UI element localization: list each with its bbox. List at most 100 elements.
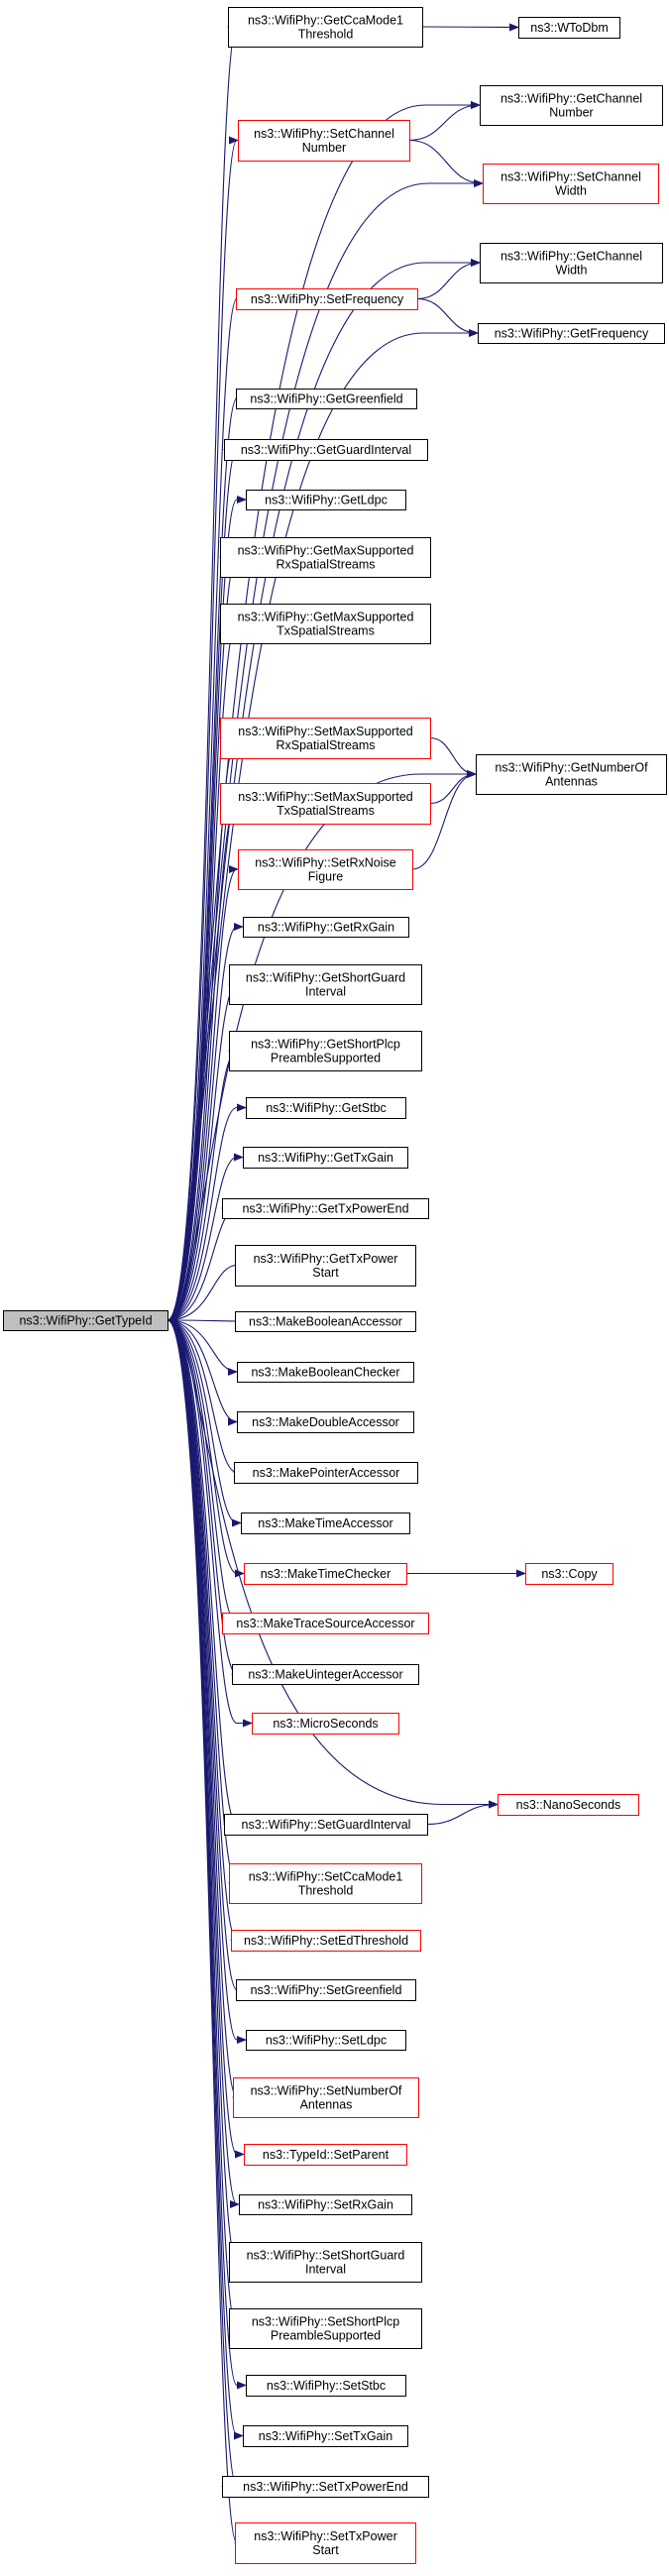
node-box (229, 964, 422, 1005)
node-box (235, 1245, 416, 1287)
node-wifiphy-settxgain[interactable]: ns3::WifiPhy::SetTxGain (243, 2425, 408, 2447)
edge-root-to-n12 (167, 553, 238, 1321)
edge-root-to-n13 (167, 619, 238, 1321)
node-label: ns3::WifiPhy::SetEdThreshold (244, 1934, 408, 1948)
node-box (224, 439, 428, 461)
node-wifiphy-getldpc[interactable]: ns3::WifiPhy::GetLdpc (246, 490, 406, 510)
node-wifiphy-getguardinterval[interactable]: ns3::WifiPhy::GetGuardInterval (224, 439, 428, 461)
node-label: ns3::WifiPhy::GetTxPower (254, 1252, 398, 1266)
node-makedoubleaccessor[interactable]: ns3::MakeDoubleAccessor (237, 1411, 414, 1433)
node-box (246, 2375, 406, 2397)
node-label: ns3::WifiPhy::SetTxPowerEnd (243, 2480, 408, 2494)
node-wifiphy-getfrequency[interactable]: ns3::WifiPhy::GetFrequency (478, 323, 665, 344)
node-label: Interval (305, 2263, 346, 2277)
node-wifiphy-getshortplcp-preamblesupported[interactable]: ns3::WifiPhy::GetShortPlcpPreambleSuppor… (229, 1031, 422, 1071)
node-box (236, 389, 417, 409)
edge-root-to-n26 (167, 1319, 238, 1376)
edge-n16-to-n15 (429, 770, 477, 805)
node-box (480, 243, 663, 283)
node-wifiphy-setstbc[interactable]: ns3::WifiPhy::SetStbc (246, 2375, 406, 2397)
node-box (234, 1462, 418, 1484)
node-wifiphy-setldpc[interactable]: ns3::WifiPhy::SetLdpc (246, 2030, 406, 2051)
node-makeuintegeraccessor[interactable]: ns3::MakeUintegerAccessor (232, 1664, 419, 1685)
node-label: ns3::WifiPhy::GetCcaMode1 (248, 14, 403, 28)
node-wifiphy-setedthreshold[interactable]: ns3::WifiPhy::SetEdThreshold (231, 1930, 421, 1952)
node-box (222, 1613, 429, 1634)
node-microseconds[interactable]: ns3::MicroSeconds (252, 1713, 399, 1735)
node-wifiphy-gettxpowerend[interactable]: ns3::WifiPhy::GetTxPowerEnd (222, 1198, 429, 1219)
edge-root-to-n22 (167, 1153, 244, 1321)
edge-root-to-n11 (167, 496, 247, 1321)
edge-root-to-n30 (167, 1319, 245, 1578)
node-wifiphy-setmaxsupported-rxspatialstreams[interactable]: ns3::WifiPhy::SetMaxSupportedRxSpatialSt… (220, 718, 431, 759)
edge-root-to-n17 (167, 865, 239, 1321)
node-wifiphy-setrxgain[interactable]: ns3::WifiPhy::SetRxGain (239, 2194, 412, 2215)
node-box (476, 754, 667, 795)
node-makebooleanaccessor[interactable]: ns3::MakeBooleanAccessor (235, 1311, 416, 1332)
node-label: RxSpatialStreams (276, 738, 375, 752)
node-label: Interval (305, 985, 346, 999)
node-label: Figure (308, 870, 343, 884)
node-wifiphy-setgreenfield[interactable]: ns3::WifiPhy::SetGreenfield (236, 1979, 416, 2001)
edge-root-to-n33 (167, 1319, 241, 1678)
edge-root-to-n35 (167, 1319, 499, 1809)
node-wifiphy-getstbc[interactable]: ns3::WifiPhy::GetStbc (246, 1097, 406, 1119)
node-wifiphy-setfrequency[interactable]: ns3::WifiPhy::SetFrequency (236, 288, 418, 310)
node-wifiphy-getrxgain[interactable]: ns3::WifiPhy::GetRxGain (243, 917, 409, 938)
node-label: ns3::WToDbm (530, 21, 609, 35)
node-wtodbm[interactable]: ns3::WToDbm (518, 17, 620, 39)
node-makepointeraccessor[interactable]: ns3::MakePointerAccessor (234, 1462, 418, 1484)
node-wifiphy-setshortplcp-preamblesupported[interactable]: ns3::WifiPhy::SetShortPlcpPreambleSuppor… (229, 2308, 422, 2349)
node-label: TxSpatialStreams (277, 804, 375, 818)
node-maketimeaccessor[interactable]: ns3::MakeTimeAccessor (241, 1512, 410, 1534)
node-wifiphy-gettypeid[interactable]: ns3::WifiPhy::GetTypeId (3, 1310, 168, 1331)
node-wifiphy-settxpowerend[interactable]: ns3::WifiPhy::SetTxPowerEnd (222, 2476, 429, 2498)
node-copy[interactable]: ns3::Copy (525, 1563, 613, 1585)
node-label: ns3::MakeTimeAccessor (258, 1516, 392, 1530)
edge-root-to-n7 (167, 294, 245, 1321)
node-wifiphy-getmaxsupported-rxspatialstreams[interactable]: ns3::WifiPhy::GetMaxSupportedRxSpatialSt… (220, 537, 431, 578)
node-box (243, 2425, 408, 2447)
node-wifiphy-setmaxsupported-txspatialstreams[interactable]: ns3::WifiPhy::SetMaxSupportedTxSpatialSt… (220, 783, 431, 825)
node-box (237, 1411, 414, 1433)
edge-root-to-n44 (167, 1319, 238, 2266)
node-makebooleanchecker[interactable]: ns3::MakeBooleanChecker (237, 1362, 414, 1383)
node-box (252, 1713, 399, 1735)
node-label: ns3::WifiPhy::SetFrequency (251, 292, 404, 306)
node-wifiphy-gettxgain[interactable]: ns3::WifiPhy::GetTxGain (243, 1147, 408, 1169)
node-label: ns3::WifiPhy::GetFrequency (495, 327, 649, 341)
node-box (498, 1794, 639, 1816)
node-label: ns3::WifiPhy::GetStbc (266, 1101, 387, 1115)
node-label: RxSpatialStreams (276, 558, 375, 572)
edge-root-to-n24 (167, 1261, 244, 1321)
node-label: Number (549, 106, 593, 120)
node-label: ns3::MakeBooleanChecker (251, 1366, 399, 1380)
node-box (243, 917, 409, 938)
node-wifiphy-setguardinterval[interactable]: ns3::WifiPhy::SetGuardInterval (224, 1814, 428, 1836)
node-wifiphy-getmaxsupported-txspatialstreams[interactable]: ns3::WifiPhy::GetMaxSupportedTxSpatialSt… (220, 604, 431, 644)
node-box (220, 604, 431, 644)
node-maketimechecker[interactable]: ns3::MakeTimeChecker (244, 1563, 407, 1585)
node-label: ns3::WifiPhy::SetMaxSupported (238, 790, 413, 804)
node-maketracesourceaccessor[interactable]: ns3::MakeTraceSourceAccessor (222, 1613, 429, 1634)
node-nanoseconds[interactable]: ns3::NanoSeconds (498, 1794, 639, 1816)
node-box (231, 1930, 421, 1952)
node-box (480, 85, 663, 126)
node-box (483, 164, 659, 204)
node-box (229, 2242, 422, 2283)
node-typeid-setparent[interactable]: ns3::TypeId::SetParent (244, 2144, 407, 2166)
node-wifiphy-getgreenfield[interactable]: ns3::WifiPhy::GetGreenfield (236, 389, 417, 409)
